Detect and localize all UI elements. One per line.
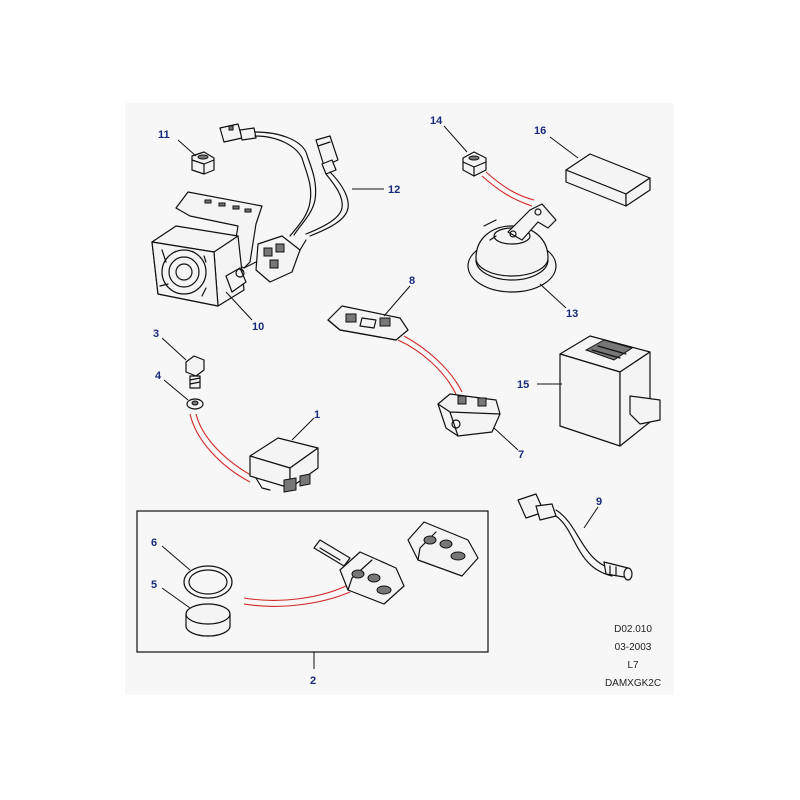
callout-1: 1 [314,409,320,421]
part-14-nut [462,151,487,177]
link-14-13-a [481,175,533,207]
link-4-1-b [195,413,257,479]
leader-5 [161,587,191,609]
leader-7 [493,427,519,451]
leader-13 [539,283,567,309]
kit-2-box [136,510,489,653]
leader-1 [291,417,315,441]
callout-16: 16 [534,125,546,137]
caption-date: 03-2003 [615,642,652,653]
part-16-pad [565,153,651,207]
leader-8 [383,285,411,317]
link-4-1-a [189,413,251,483]
leader-16 [549,136,579,159]
part-7-switch [437,393,501,437]
part-10-siren [151,191,263,307]
link-5-6-key-a [243,585,347,601]
callout-13: 13 [566,308,578,320]
callout-6: 6 [151,537,157,549]
caption-ref: DAMXGK2C [605,678,661,689]
callout-3: 3 [153,328,159,340]
callout-14: 14 [430,115,443,127]
link-5-6-key-b [243,591,351,607]
callout-8: 8 [409,275,415,287]
callout-7: 7 [518,449,524,461]
part-15-module [559,335,661,447]
link-14-13-b [485,171,535,201]
caption-model: L7 [627,660,639,671]
callout-9: 9 [596,496,602,508]
part-9-sensor [517,493,633,581]
part-3-bolt [185,355,205,389]
part-5-battery [185,603,231,637]
callout-15: 15 [517,379,529,391]
leader-6 [161,545,191,571]
part-6-ring [183,565,233,599]
leader-11 [177,139,197,157]
callout-2: 2 [310,675,316,687]
part-12-harness [219,123,349,283]
leader-10 [225,291,253,321]
leader-4 [163,379,189,401]
part-8-bracket [327,305,409,341]
caption-code: D02.010 [614,624,652,635]
callout-11: 11 [158,129,170,141]
leader-14 [443,125,468,153]
part-4-washer [186,398,204,410]
part-13-horn [467,203,557,293]
part-remote-fob [407,521,479,577]
link-8-7-b [403,335,463,393]
callout-12: 12 [388,184,400,196]
part-key-fob [313,539,405,605]
link-8-7-a [397,339,457,395]
callout-4: 4 [155,370,162,382]
part-1-relay [249,437,319,493]
leader-3 [161,337,187,361]
callout-10: 10 [252,321,264,333]
leader-9 [583,506,599,529]
part-11-nut [191,151,215,175]
callout-5: 5 [151,579,157,591]
